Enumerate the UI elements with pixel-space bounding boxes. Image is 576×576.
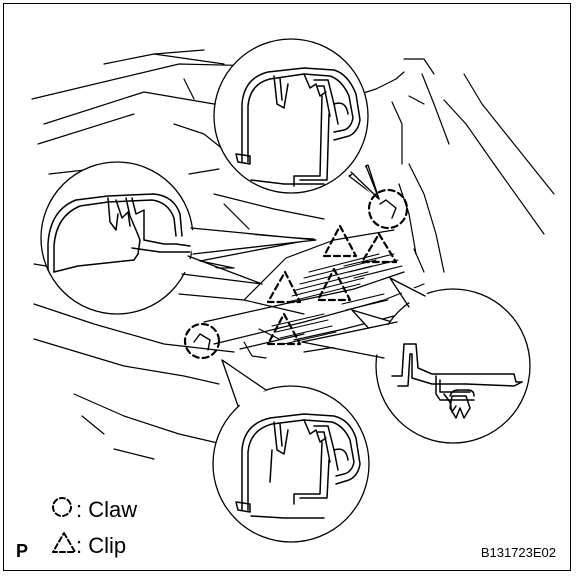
figure-code: B131723E02 bbox=[480, 545, 556, 560]
claw-marker bbox=[183, 322, 221, 360]
claw-part-marks bbox=[193, 199, 397, 351]
clip-detail-left bbox=[47, 193, 191, 273]
diagram-frame: : Claw : Clip P B131723E02 bbox=[3, 3, 571, 571]
clip-detail-right bbox=[391, 343, 523, 419]
callout-detail-top bbox=[213, 38, 380, 200]
clip-markers bbox=[266, 224, 398, 346]
callout-circle-left bbox=[40, 161, 194, 315]
clip-marker bbox=[360, 232, 398, 264]
legend-claw-symbol bbox=[52, 497, 72, 517]
legend-symbols bbox=[52, 497, 76, 553]
legend-clip-label: : Clip bbox=[76, 533, 127, 558]
legend-claw-label: : Claw bbox=[76, 497, 138, 522]
legend-clip-symbol bbox=[52, 532, 76, 553]
clip-marker bbox=[316, 267, 352, 302]
vehicle-panel-background bbox=[31, 49, 555, 460]
clip-marker bbox=[322, 224, 358, 258]
page-marker: P bbox=[16, 541, 29, 561]
trim-clip-diagram bbox=[31, 38, 555, 553]
clip-marker bbox=[266, 312, 302, 346]
legend-clip: : Clip bbox=[70, 533, 126, 559]
callout-circle-right bbox=[375, 288, 531, 444]
claw-marker bbox=[367, 188, 409, 230]
callout-detail-right bbox=[301, 277, 531, 444]
callout-circle-bottom bbox=[212, 385, 370, 543]
legend-claw: : Claw bbox=[70, 497, 137, 523]
callout-detail-bottom bbox=[212, 359, 370, 543]
callout-circle-top bbox=[213, 38, 369, 194]
claw-markers bbox=[183, 188, 409, 360]
claw-detail-bottom bbox=[235, 413, 361, 519]
clip-marker bbox=[266, 270, 302, 304]
callout-detail-left bbox=[40, 161, 317, 315]
claw-detail-top bbox=[235, 67, 361, 187]
